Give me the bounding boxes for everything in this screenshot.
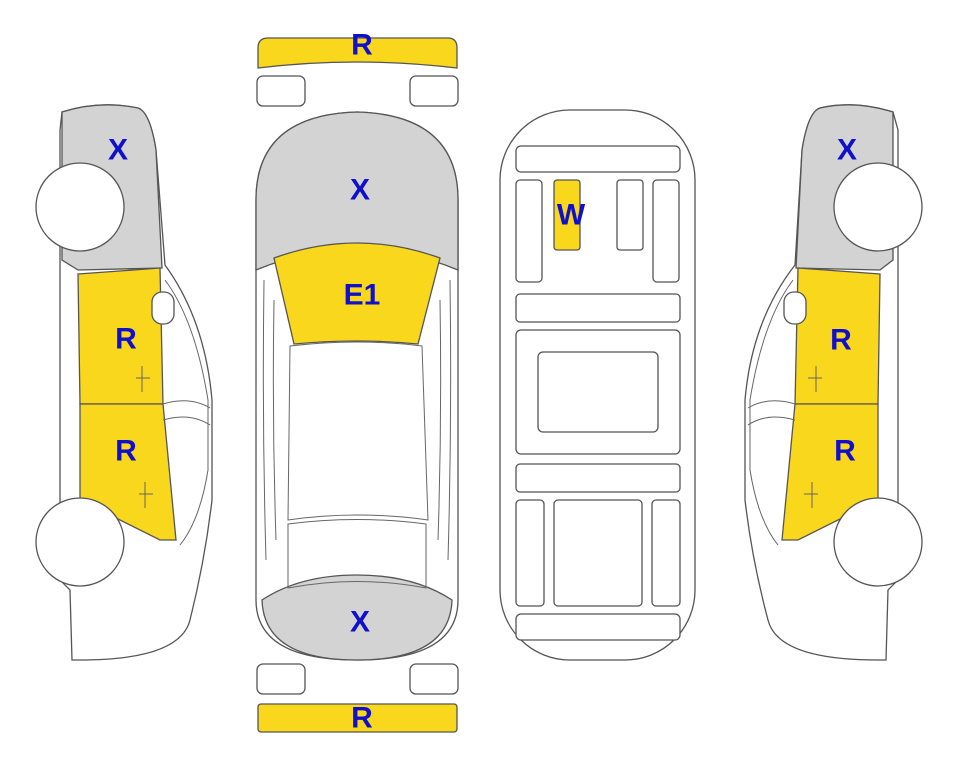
left-front-panel [515, 179, 543, 283]
windshield[interactable] [273, 242, 441, 345]
left-rear-wheel [35, 497, 125, 587]
front-right-light [409, 75, 459, 107]
console [616, 179, 644, 251]
roof-outline [287, 341, 429, 521]
rear-window [287, 519, 427, 589]
interior-seat[interactable] [553, 179, 581, 251]
left-mirror [151, 291, 175, 325]
left-window-line [164, 279, 209, 546]
front-seat-bar [515, 293, 681, 323]
right-window-line [749, 279, 794, 546]
right-rear-wheel [833, 497, 923, 587]
rear-center-panel [553, 499, 643, 607]
right-front-panel [652, 179, 680, 283]
rear-left-light [256, 663, 306, 695]
label-left-front-fender: X [108, 134, 128, 167]
left-side-line [262, 279, 277, 561]
right-side-line [437, 279, 452, 561]
label-right-front-door: R [830, 324, 852, 357]
front-bumper[interactable] [257, 37, 458, 69]
label-trunk: X [350, 606, 370, 639]
rear-left-panel [515, 499, 545, 607]
cabin-center [537, 351, 659, 433]
rear-seat-bar [515, 463, 681, 493]
label-right-front-fender: X [837, 134, 857, 167]
label-rear-bumper: R [351, 702, 373, 735]
label-left-rear-door: R [115, 435, 137, 468]
right-front-wheel [833, 162, 923, 252]
label-front-bumper: R [351, 29, 373, 62]
right-pillar-line [747, 400, 796, 426]
rear-right-panel [651, 499, 681, 607]
rear-shelf [515, 613, 681, 641]
front-left-light [256, 75, 306, 107]
label-interior-seat: W [557, 199, 586, 232]
rear-bumper[interactable] [257, 703, 458, 733]
label-left-front-door: R [115, 323, 137, 356]
rear-right-light [409, 663, 459, 695]
interior-view: W [499, 109, 696, 661]
right-mirror [783, 291, 807, 325]
dashboard [515, 145, 681, 173]
right-side-view: X R R [744, 104, 923, 661]
label-windshield: E1 [344, 279, 381, 312]
left-pillar-line [162, 400, 211, 426]
label-hood: X [350, 174, 370, 207]
left-front-wheel [35, 162, 125, 252]
top-view: R X E1 X R [255, 29, 459, 735]
left-side-view: X R R [35, 104, 213, 661]
trunk[interactable] [261, 574, 453, 661]
label-right-rear-door: R [834, 435, 856, 468]
